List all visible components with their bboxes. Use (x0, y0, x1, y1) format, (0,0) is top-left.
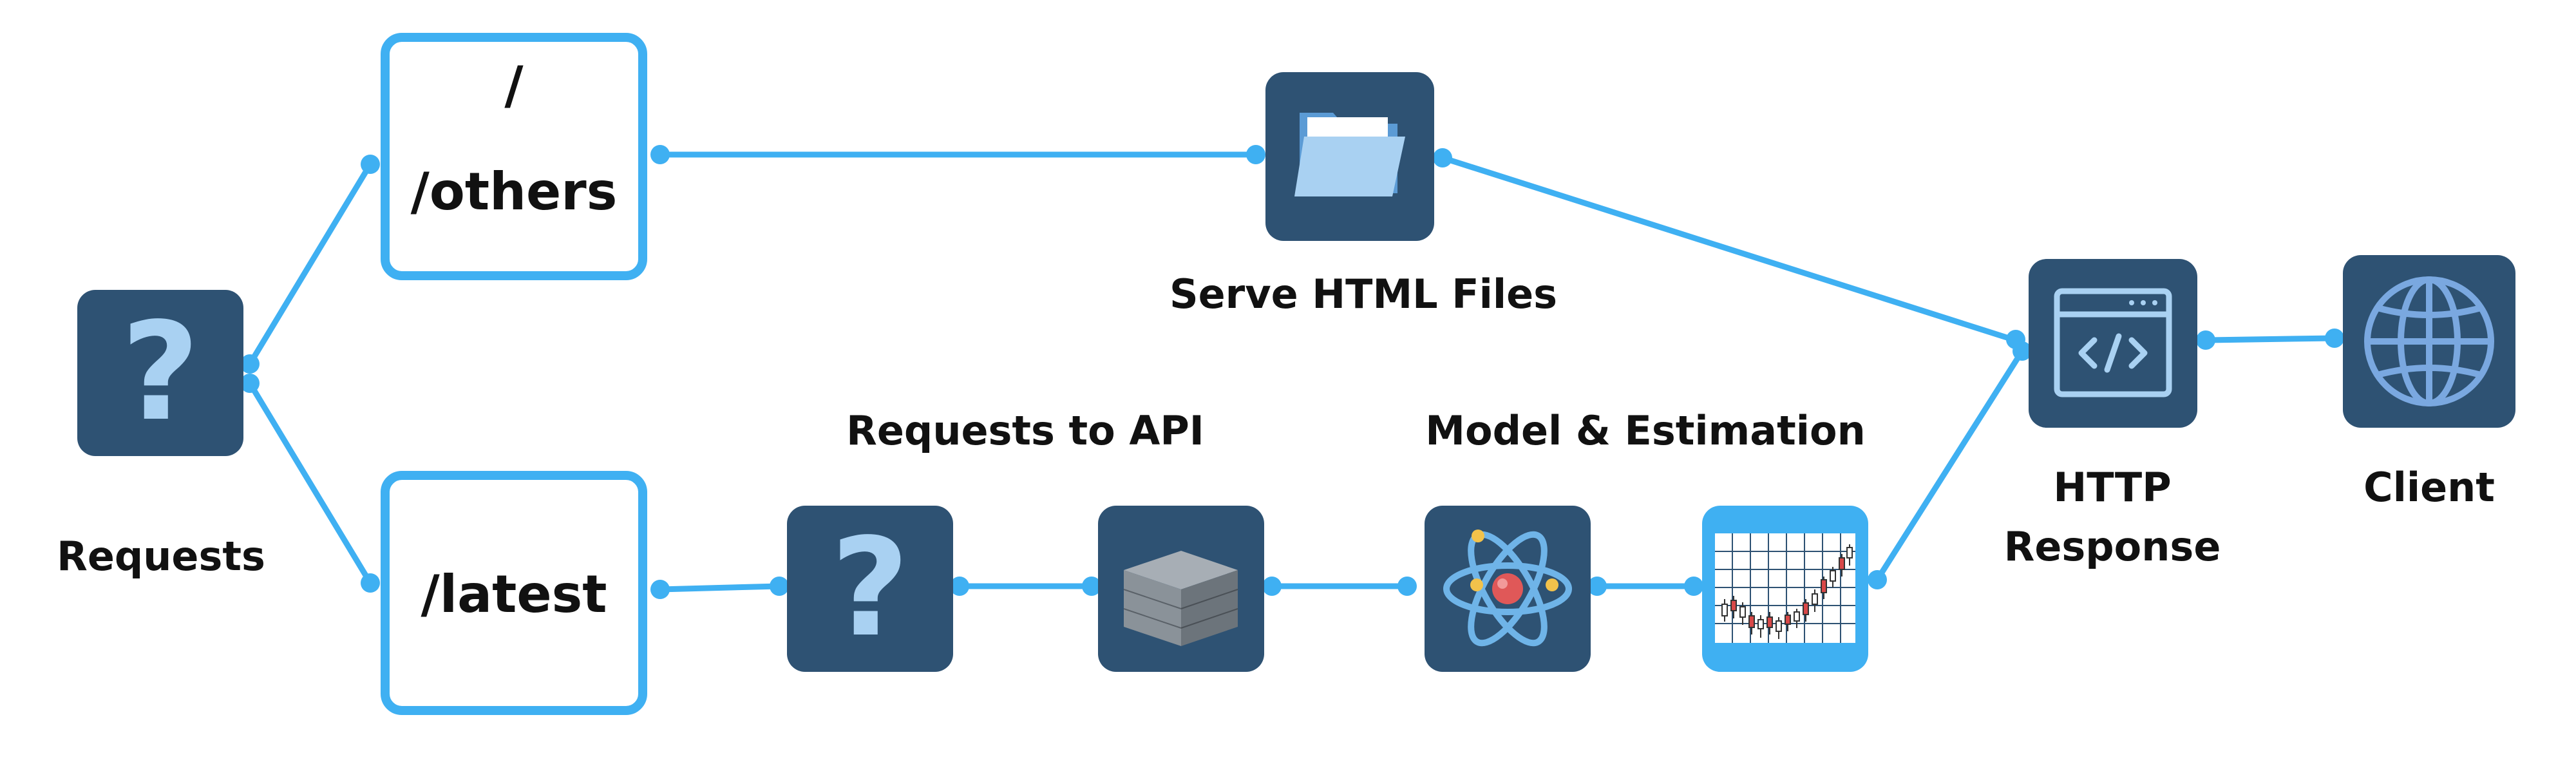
connector-estimation-to-response (1874, 348, 2025, 583)
atom-icon (1443, 530, 1572, 647)
http-response-node: HTTP Response (2004, 259, 2221, 570)
estimation-node (1702, 506, 1868, 672)
svg-text:?: ? (121, 293, 200, 451)
svg-text:?: ? (831, 509, 909, 667)
requests-tile (77, 290, 243, 456)
http-response-line2: Response (2004, 523, 2221, 570)
model-group-label: Model & Estimation (1425, 407, 1865, 454)
question-mark-icon: ? (121, 293, 200, 451)
requests-node: ? Requests (57, 290, 265, 580)
api-group-label: Requests to API (846, 407, 1204, 454)
route-root-box: / /others (381, 33, 647, 280)
folder-icon (1294, 113, 1405, 196)
connector-html-to-response (1439, 155, 2022, 345)
client-label: Client (2363, 464, 2495, 511)
connector-requests-to-latest (247, 380, 374, 586)
route-root-line1: / (504, 55, 524, 115)
connector-response-to-client (2202, 335, 2338, 343)
server-icon (1123, 551, 1238, 646)
api-server-node (1098, 506, 1264, 672)
client-node: Client (2343, 255, 2515, 511)
route-latest-box: /latest (381, 471, 647, 715)
connector-requests-to-root (247, 161, 374, 367)
connectors (247, 151, 2338, 593)
candlestick-chart-icon (1715, 533, 1855, 643)
route-latest-label: /latest (421, 564, 607, 624)
api-request-node: ? (787, 506, 953, 672)
serve-html-node: Serve HTML Files (1170, 72, 1557, 318)
route-root-line2: /others (411, 162, 618, 222)
globe-icon (2364, 276, 2494, 406)
serve-html-label: Serve HTML Files (1170, 271, 1557, 318)
http-response-line1: HTTP (2053, 464, 2171, 511)
code-window-icon (2054, 288, 2172, 397)
model-node (1425, 506, 1591, 672)
requests-label: Requests (57, 533, 265, 580)
connector-dots (240, 145, 2344, 599)
connector-latest-to-api-request (657, 583, 782, 593)
question-mark-icon: ? (831, 509, 909, 667)
